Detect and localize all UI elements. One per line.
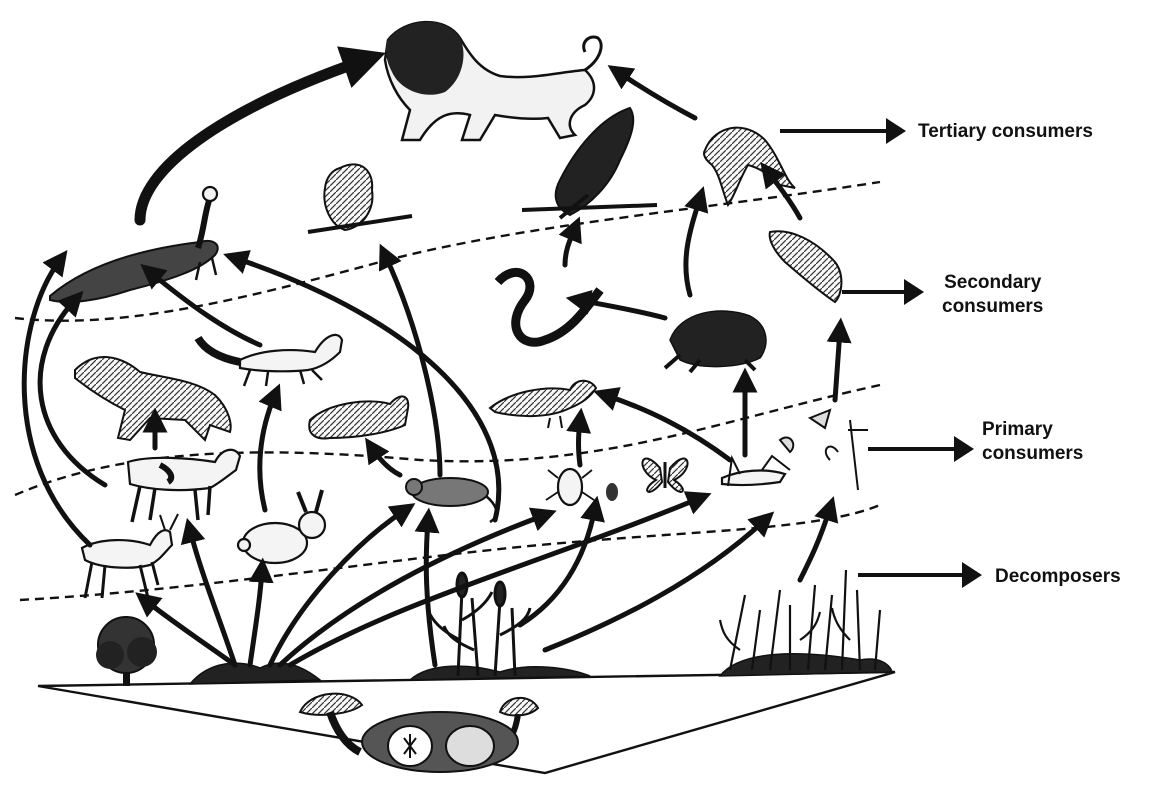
goat-icon bbox=[128, 450, 240, 522]
grass-tuft-right bbox=[720, 654, 892, 676]
tree-icon bbox=[96, 617, 157, 686]
primary-label-line2: consumers bbox=[982, 442, 1083, 466]
hawk-icon bbox=[522, 108, 657, 218]
primary-label-line1: Primary bbox=[982, 418, 1083, 442]
maize-plant-icon bbox=[428, 573, 530, 676]
secondary-label-line1: Secondary bbox=[942, 271, 1043, 295]
grass-tuft-left bbox=[190, 663, 320, 684]
plankton-icon bbox=[780, 410, 868, 490]
decomposers-label: Decomposers bbox=[995, 565, 1121, 589]
primary-pointer-arrow bbox=[868, 447, 960, 451]
owl-icon bbox=[308, 164, 412, 232]
wild-cat-icon bbox=[309, 396, 408, 438]
decomposers-pointer-arrow bbox=[858, 573, 968, 577]
secondary-pointer-arrow bbox=[842, 290, 910, 294]
rat-icon bbox=[406, 478, 496, 522]
primary-consumers-label: Primary consumers bbox=[982, 418, 1083, 466]
microbes-icon bbox=[362, 712, 518, 772]
frog-icon bbox=[665, 311, 766, 372]
deer-icon bbox=[82, 514, 178, 598]
secondary-consumers-label: Secondary consumers bbox=[942, 271, 1043, 319]
tertiary-pointer-arrow bbox=[780, 129, 892, 133]
fox-icon bbox=[198, 335, 342, 386]
peacock-icon bbox=[50, 187, 218, 302]
secondary-label-line2: consumers bbox=[942, 295, 1043, 319]
fish-icon bbox=[770, 231, 842, 302]
snake-icon bbox=[498, 271, 600, 342]
rabbit-icon bbox=[238, 490, 325, 563]
butterfly-icon bbox=[642, 459, 687, 492]
tertiary-consumers-label: Tertiary consumers bbox=[918, 120, 1093, 144]
beetle-icon bbox=[546, 469, 618, 505]
lion-icon bbox=[385, 22, 601, 140]
